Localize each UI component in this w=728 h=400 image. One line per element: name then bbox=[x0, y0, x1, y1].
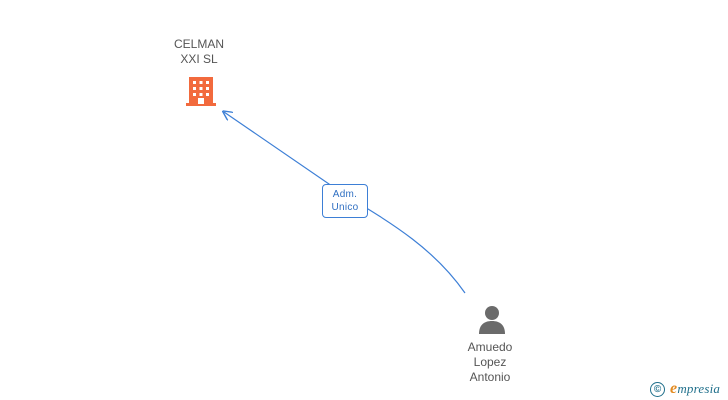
relation-label-line2: Unico bbox=[331, 202, 359, 213]
person-name-line1: Amuedo bbox=[467, 340, 513, 354]
brand-first-letter: e bbox=[670, 380, 678, 397]
company-name-line2: XXI SL bbox=[180, 52, 218, 66]
building-icon[interactable] bbox=[185, 75, 217, 107]
person-icon[interactable] bbox=[476, 303, 508, 335]
relation-label[interactable]: Adm. Unico bbox=[322, 184, 368, 218]
brand-logo[interactable]: © empresia bbox=[650, 380, 720, 398]
company-node-label[interactable]: CELMAN XXI SL bbox=[149, 37, 249, 67]
person-name-line3: Antonio bbox=[469, 370, 511, 384]
person-name-line2: Lopez bbox=[473, 355, 507, 369]
company-name-line1: CELMAN bbox=[173, 37, 224, 51]
brand-name: empresia bbox=[670, 380, 720, 398]
person-node-label[interactable]: Amuedo Lopez Antonio bbox=[440, 340, 540, 385]
copyright-icon: © bbox=[650, 381, 665, 397]
relation-label-line1: Adm. bbox=[332, 189, 358, 200]
brand-rest: mpresia bbox=[677, 381, 721, 396]
